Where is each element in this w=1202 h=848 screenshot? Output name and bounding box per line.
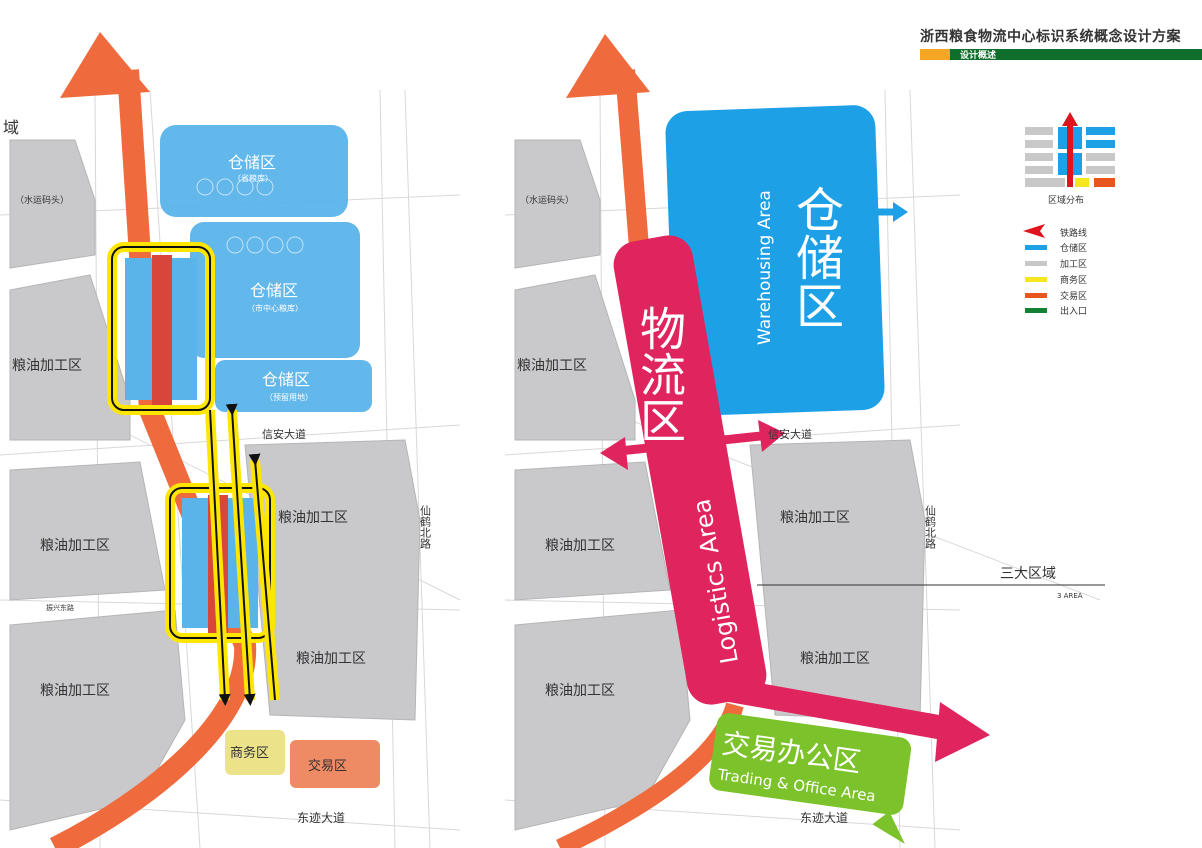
road-xinan: 信安大道 [262,427,306,441]
warehousing-area: 仓储区 Warehousing Area [665,105,908,416]
dock-label-r: （水运码头） [520,194,574,206]
annotation-en: 3 AREA [1057,592,1083,600]
warehousing-en: Warehousing Area [755,190,775,345]
road-xianhe: 仙鹤北路 [419,505,432,550]
logistics-loops [107,242,280,700]
legend-swatch-business [1025,277,1047,282]
legend-item-business: 商务区 [1060,276,1088,286]
processing-label-1: 粮油加工区 [12,358,82,374]
processing-label-r5: 粮油加工区 [800,651,870,667]
logistics-cn: 物流区 [633,305,687,443]
road-zhenxing: 振兴东路 [46,603,74,612]
rail-arrowhead [60,32,150,98]
road-xianhe-r: 仙鹤北路 [924,505,937,550]
edge-label: 域 [3,118,19,137]
road-dongji-r: 东迹大道 [800,811,848,825]
legend-item-rail: 铁路线 [1060,229,1088,239]
legend-item-processing: 加工区 [1060,260,1088,270]
processing-label-r4: 粮油加工区 [780,510,850,526]
processing-label-r1: 粮油加工区 [517,358,587,374]
business-label: 商务区 [230,745,269,761]
rail-legend-icon [1023,224,1045,238]
road-dongji: 东迹大道 [297,811,345,825]
section-label: 设计概述 [960,51,997,61]
legend-swatch-entrance [1025,308,1047,313]
logistics-area: 物流区 Logistics Area [600,235,990,762]
legend-item-entrance: 出入口 [1060,307,1088,317]
storage-sub-2: （市中心粮库） [247,303,303,313]
document-title: 浙西粮食物流中心标识系统概念设计方案 [920,29,1181,45]
processing-label-4: 粮油加工区 [278,510,348,526]
business-zone [225,730,285,775]
dock-label: （水运码头） [15,194,69,206]
storage-label-3: 仓储区 [262,370,310,389]
processing-blocks [9,139,421,831]
legend-swatch-storage [1025,245,1047,250]
trading-label: 交易区 [308,758,347,774]
storage-sub-1: （省粮库） [233,173,273,183]
processing-label-3: 粮油加工区 [40,683,110,699]
warehousing-cn: 仓储区 [787,185,843,329]
road-xinan-r: 信安大道 [768,427,812,441]
legend-item-trading: 交易区 [1060,292,1088,302]
storage-sub-3: （预留用地） [265,392,313,402]
legend-item-storage: 仓储区 [1060,244,1088,254]
legend-swatch-processing [1025,261,1047,266]
annotation-cn: 三大区域 [1000,566,1056,582]
diagram-caption: 区域分布 [1048,194,1084,206]
left-plan: 域 （水运码头） 粮油加工区 粮油加工区 粮油加工区 粮油加工区 粮油加工区 仓… [0,32,461,848]
trading-zone [290,740,380,788]
section-bar: 设计概述 [920,49,1202,61]
zone-distribution-diagram: 区域分布 [1023,112,1115,238]
processing-label-r2: 粮油加工区 [545,538,615,554]
storage-blocks [160,125,372,412]
processing-label-r3: 粮油加工区 [545,683,615,699]
storage-label-1: 仓储区 [228,153,276,172]
storage-label-2: 仓储区 [250,281,298,300]
legend-swatch-trading [1025,293,1047,298]
processing-label-5: 粮油加工区 [296,651,366,667]
right-plan: 仓储区 Warehousing Area 物流区 Logistics Area … [504,34,1105,848]
processing-label-2: 粮油加工区 [40,538,110,554]
